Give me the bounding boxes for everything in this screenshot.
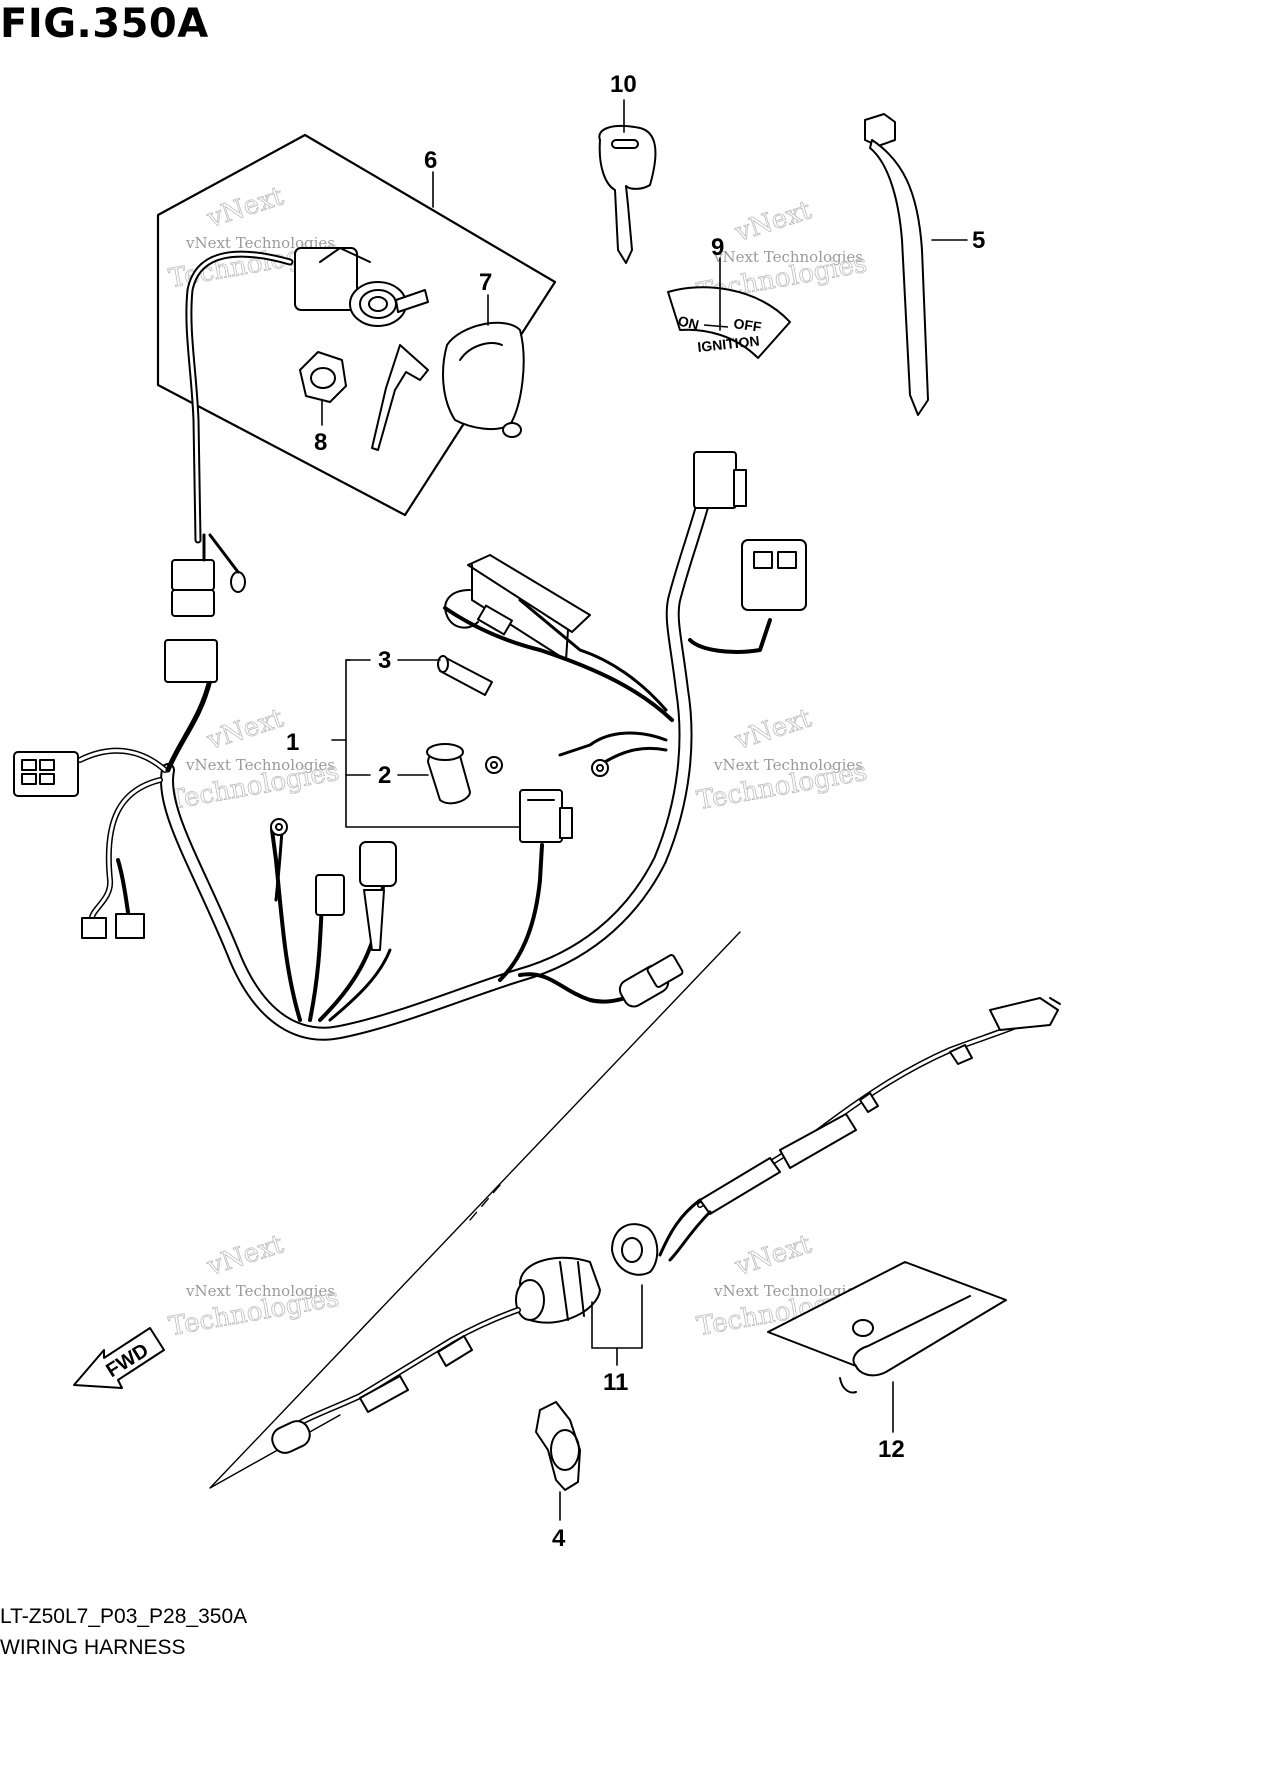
clamp-4 xyxy=(535,1401,581,1521)
svg-text:vNext Technologies: vNext Technologies xyxy=(713,1282,863,1300)
svg-text:ON: ON xyxy=(676,312,700,333)
label-6: 6 xyxy=(424,147,437,174)
label-7: 7 xyxy=(479,269,492,296)
connection-guide xyxy=(209,931,741,1489)
svg-text:vNext: vNext xyxy=(731,1229,816,1282)
connector-f xyxy=(519,789,563,843)
label-3: 3 xyxy=(378,647,391,674)
main-wiring-harness xyxy=(13,451,807,1041)
label-5: 5 xyxy=(972,227,985,254)
connector-e xyxy=(359,841,397,887)
key-10 xyxy=(598,99,657,264)
figure-code: LT-Z50L7_P03_P28_350A xyxy=(0,1605,248,1628)
fuse-3 xyxy=(437,655,493,696)
sensor-cable-11 xyxy=(271,997,1061,1454)
label-1: 1 xyxy=(286,729,299,756)
watermark-5: vNext Technologies Technologies vNext xyxy=(166,1229,341,1343)
label-12: 12 xyxy=(878,1436,905,1463)
label-4: 4 xyxy=(552,1525,566,1552)
label-9: 9 xyxy=(711,234,724,261)
label-10: 10 xyxy=(610,71,637,98)
figure-name: WIRING HARNESS xyxy=(0,1636,186,1659)
label-8: 8 xyxy=(314,429,327,456)
svg-text:vNext Technologies: vNext Technologies xyxy=(185,1282,335,1300)
protector-sheet-12 xyxy=(767,1261,1007,1433)
connector-h xyxy=(693,451,737,509)
ignition-switch-assembly xyxy=(156,133,557,544)
figure-title: FIG.350A xyxy=(0,1,209,47)
watermark-4: vNext Technologies Technologies vNext xyxy=(694,703,869,817)
connector-b xyxy=(171,559,215,591)
lock-nut xyxy=(299,351,347,403)
switch-cap xyxy=(442,321,525,438)
forward-direction-arrow xyxy=(73,1327,165,1389)
connector-d xyxy=(315,874,345,916)
svg-text:vNext: vNext xyxy=(731,195,816,248)
label-2: 2 xyxy=(378,762,391,789)
svg-text:vNext: vNext xyxy=(731,703,816,756)
svg-text:vNext: vNext xyxy=(203,181,288,234)
cable-tie xyxy=(864,113,968,416)
svg-text:IGNITION: IGNITION xyxy=(697,333,761,355)
svg-text:vNext Technologies: vNext Technologies xyxy=(185,756,335,774)
ignition-plate xyxy=(667,257,791,359)
fuse-holder xyxy=(444,554,591,661)
part-labels: 1 2 3 4 5 6 7 8 9 10 11 12 xyxy=(286,71,985,1552)
fuse-cap-2 xyxy=(426,743,471,805)
connector-a xyxy=(164,639,218,683)
svg-text:vNext: vNext xyxy=(203,1229,288,1282)
svg-text:vNext Technologies: vNext Technologies xyxy=(713,756,863,774)
label-11: 11 xyxy=(603,1369,628,1396)
svg-text:vNext Technologies: vNext Technologies xyxy=(185,234,335,252)
svg-text:OFF: OFF xyxy=(733,315,763,335)
ignition-plate-text: ON OFF IGNITION xyxy=(676,312,763,355)
connector-i xyxy=(741,539,807,611)
callout-bracket xyxy=(331,659,521,828)
svg-text:vNext: vNext xyxy=(203,703,288,756)
svg-text:vNext Technologies: vNext Technologies xyxy=(713,248,863,266)
